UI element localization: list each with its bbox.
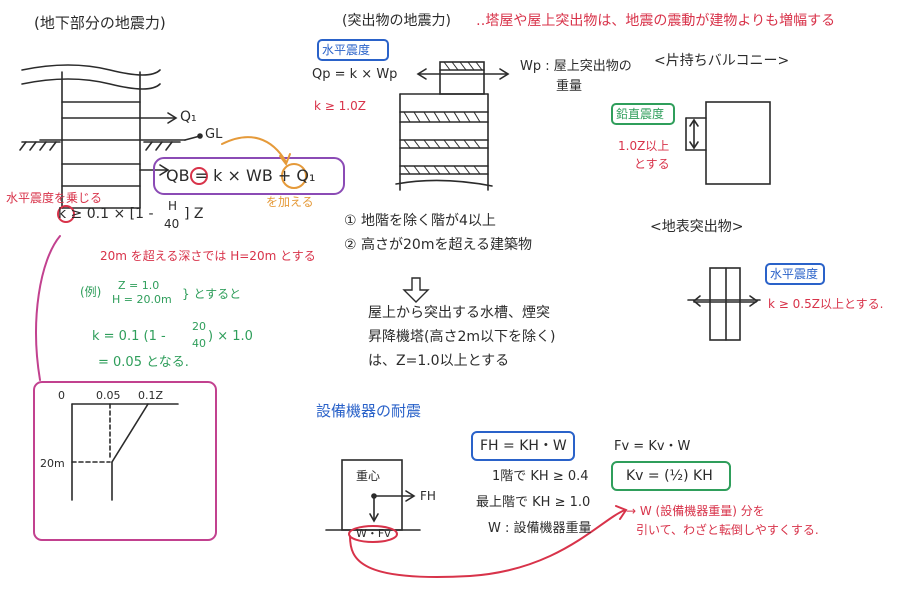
graph-005: 0.05 [96, 389, 121, 402]
top-floor-rule: 最上階で KH ≥ 1.0 [476, 495, 591, 510]
wp-formula: Qp = k × Wp [312, 67, 398, 82]
example-h: H = 20.0m [112, 293, 172, 306]
ground-note: k ≥ 0.5Z以上とする. [768, 297, 884, 311]
wp-definition-2: 重量 [556, 79, 583, 94]
fh-formula-box [471, 431, 575, 461]
vertical-tag: 鉛直震度 [616, 107, 665, 121]
basement-building [19, 64, 203, 209]
vertical-note-2: とする [634, 157, 670, 171]
qb-formula: QB = k × WB + Q₁ [166, 166, 316, 185]
depth-note: 20m を超える深さでは H=20m とする [100, 249, 316, 263]
k-condition: k ≥ 1.0Z [314, 99, 366, 113]
example-then: } とすると [182, 287, 242, 301]
balcony-sketch [685, 101, 771, 185]
down-arrow [402, 277, 430, 303]
fv-formula: Fv = Kv・W [614, 439, 691, 454]
floor-hatch [403, 61, 483, 175]
horizontal-tag-box [317, 39, 389, 61]
condition-1: ① 地階を除く階が4以上 [344, 213, 496, 229]
projection-title: (突出物の地震力) [342, 13, 451, 29]
horizontal-tag: 水平震度 [322, 43, 371, 57]
example-calc-num: 20 [192, 320, 206, 333]
floor1-rule: 1階で KH ≥ 0.4 [492, 469, 589, 484]
kv-formula-box [611, 461, 731, 491]
apply-note: 水平震度を乗じる [6, 191, 103, 205]
ground-title: <地表突出物> [650, 219, 744, 235]
example-calc-left: k = 0.1 (1 - [92, 329, 166, 344]
example-label: (例) [80, 285, 102, 299]
rule-2: 昇降機塔(高さ2m以下を除く) [368, 329, 556, 345]
wp-definition-1: Wp : 屋上突出物の [520, 59, 632, 74]
projection-headline: ‥塔屋や屋上突出物は、地震の震動が建物よりも増幅する [476, 13, 836, 29]
ground-tag-box [765, 263, 825, 285]
rule-1: 屋上から突出する水槽、煙突 [368, 305, 550, 321]
graph-zero: 0 [58, 389, 65, 402]
vertical-note-1: 1.0Z以上 [618, 139, 670, 153]
k-formula-den: 40 [164, 217, 180, 231]
kv-formula: Kv = (½) KH [626, 468, 713, 484]
ground-projection-sketch [687, 267, 761, 341]
equipment-note-1: → W (設備機器重量) 分を [626, 504, 765, 518]
basement-title: (地下部分の地震力) [34, 14, 166, 32]
w-definition: W : 設備機器重量 [488, 521, 592, 536]
example-calc-right: ) × 1.0 [208, 329, 253, 344]
wfv-label: W・Fv [356, 527, 391, 540]
example-z: Z = 1.0 [118, 279, 160, 292]
equipment-title: 設備機器の耐震 [316, 402, 422, 420]
example-calc-den: 40 [192, 337, 206, 350]
k-depth-graph [71, 403, 179, 501]
equipment-note-2: 引いて、わざと転倒しやすくする. [636, 523, 819, 537]
center-label: 重心 [356, 469, 381, 483]
condition-2: ② 高さが20mを超える建築物 [344, 237, 533, 253]
k-formula-left: k ≥ 0.1 × [1 - [58, 206, 154, 222]
fh-label: FH [420, 489, 436, 503]
equipment-sketch [325, 459, 421, 531]
example-result: = 0.05 となる. [98, 355, 189, 370]
rooftop-building [395, 61, 510, 191]
graph-box [33, 381, 217, 541]
graph-01z: 0.1Z [138, 389, 164, 402]
qb-formula-box [153, 157, 345, 195]
fh-formula: FH = KH・W [480, 438, 567, 454]
balcony-title: <片持ちバルコニー> [654, 53, 790, 69]
k-formula-right: ] Z [184, 206, 204, 222]
add-note: を加える [266, 195, 314, 209]
k-formula-num: H [168, 199, 178, 213]
graph-20m: 20m [40, 457, 65, 470]
q1-label: Q₁ [180, 109, 197, 125]
ground-tag: 水平震度 [770, 267, 819, 281]
vertical-tag-box [611, 103, 675, 125]
gl-label: GL [205, 127, 223, 142]
rule-3: は、Z=1.0以上とする [368, 353, 510, 369]
